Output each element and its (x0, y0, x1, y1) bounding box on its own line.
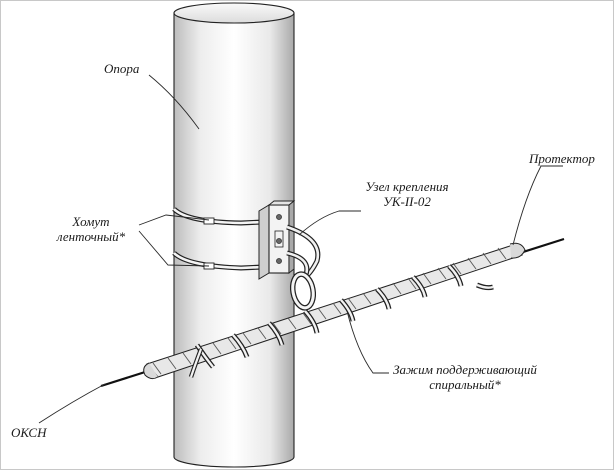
label-spiral-clamp: Зажим поддерживающий спиральный* (381, 362, 549, 392)
band-clamp (172, 207, 264, 271)
label-mount-unit-line2: УК-II-02 (383, 194, 431, 209)
label-spiral-clamp-line2: спиральный* (429, 377, 501, 392)
leader-band-clamp-upper (138, 214, 210, 226)
label-band-clamp-line2: ленточный* (56, 229, 126, 244)
leader-band-clamp-lower (138, 230, 210, 267)
leader-protector (512, 165, 563, 246)
label-protector: Протектор (529, 151, 595, 166)
mount-bracket (258, 200, 321, 311)
leader-pole (148, 74, 200, 130)
label-cable: ОКСН (11, 425, 47, 440)
label-mount-unit: Узел крепления УК-II-02 (347, 179, 467, 209)
label-pole: Опора (104, 61, 140, 76)
label-band-clamp-line1: Хомут (72, 214, 110, 229)
leader-cable (38, 383, 106, 424)
spiral-support-clamp (188, 264, 494, 378)
leader-lines (38, 74, 563, 424)
leader-mount-unit (298, 210, 361, 236)
label-band-clamp: Хомут ленточный* (45, 214, 137, 244)
label-mount-unit-line1: Узел крепления (365, 179, 449, 194)
label-spiral-clamp-line1: Зажим поддерживающий (393, 362, 537, 377)
leader-spiral-clamp (346, 310, 389, 374)
